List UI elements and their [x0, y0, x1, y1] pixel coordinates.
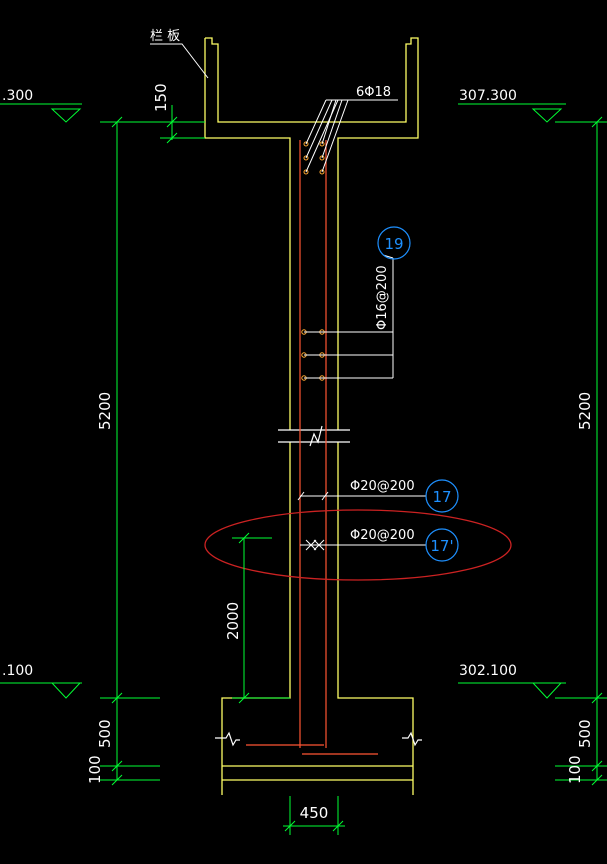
top-rebar-label: 6Φ18 [356, 85, 391, 100]
bar-17-group: Φ20@200 17 [297, 479, 459, 513]
dim-base-right: 100 [566, 755, 584, 784]
dim-base-left: 100 [86, 755, 104, 784]
slab-outline [205, 37, 419, 430]
bubble-17p-text: 17' [430, 537, 453, 555]
bar-17-label: Φ20@200 [350, 479, 415, 494]
elevation-left-bottom: .100 [2, 663, 33, 679]
dim-footing-right: 500 [576, 719, 594, 748]
dim-footing-left: 500 [96, 719, 114, 748]
elevation-right-top: 307.300 [459, 88, 517, 104]
top-note-label: 栏 板 [150, 29, 180, 44]
footing-break-marks [215, 731, 422, 747]
rebar-dot [319, 141, 325, 147]
dim-slab-thickness: 150 [152, 83, 170, 112]
elevation-right-bottom: 302.100 [459, 663, 517, 679]
top-rebar-group: 6Φ18 [303, 85, 398, 175]
rebar-dot [319, 155, 325, 161]
concrete-outline [204, 37, 419, 795]
bubble-19-text: 19 [384, 235, 403, 253]
rebar-dot [319, 169, 325, 175]
rebar-dot [303, 155, 309, 161]
dimension-lines [100, 105, 607, 835]
dim-wall-width: 450 [300, 804, 329, 822]
slab-outline-left [204, 38, 291, 430]
bar-17p-label: Φ20@200 [350, 528, 415, 543]
dim-wall-height-right: 5200 [576, 392, 594, 430]
bubble-17-text: 17 [432, 488, 451, 506]
highlight-ellipse [204, 509, 512, 581]
vertical-rebar-label: Φ16@200 [375, 265, 390, 330]
top-note: 栏 板 [150, 29, 209, 79]
elevation-markers [0, 103, 566, 699]
bar-17p-group: Φ20@200 17' [300, 528, 459, 562]
longitudinal-rebar [246, 140, 378, 755]
rebar-dot [303, 141, 309, 147]
wall-lower-right [337, 442, 414, 795]
vertical-rebar-group: Φ16@200 [301, 254, 394, 381]
rebar-dot [303, 169, 309, 175]
dim-wall-height-left: 5200 [96, 392, 114, 430]
bubble-19: 19 [377, 226, 411, 260]
elevation-left-top: .300 [2, 88, 33, 104]
wall-break-symbol [278, 425, 350, 447]
dim-anchor-length: 2000 [224, 602, 242, 640]
